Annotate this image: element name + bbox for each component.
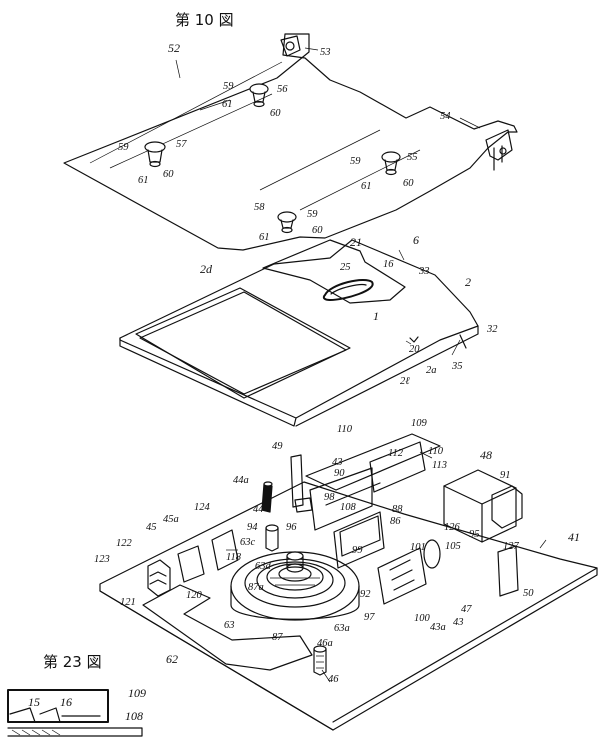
pin-assembly-56 [249,83,269,108]
label-61: 61 [361,181,372,192]
label-108: 108 [340,502,357,513]
label-16: 16 [383,259,394,270]
label-58: 58 [254,202,265,213]
reference-labels: 52 53 54 59 56 61 60 59 57 61 60 59 55 6… [28,41,580,723]
label-109: 109 [411,418,428,429]
label-60: 60 [403,178,414,189]
label-91: 91 [500,470,511,481]
label-32: 32 [486,324,498,335]
label-92: 92 [360,589,371,600]
disc-cartridge [119,239,479,427]
label-124: 124 [194,502,211,513]
label-2: 2 [465,275,471,289]
label-46: 46 [328,674,339,685]
label-43: 43 [453,617,464,628]
label-61: 61 [138,175,149,186]
label-2b: 2ℓ [400,376,410,387]
label-87a: 87a [248,582,264,593]
label-63a: 63a [334,623,350,634]
label-21: 21 [350,235,362,249]
top-cover-plate [63,33,518,251]
label-59: 59 [223,81,234,92]
pin-assembly-55 [381,151,401,176]
label-63: 63 [224,620,235,631]
label-43a: 43a [430,622,446,633]
label-44: 44 [253,504,264,515]
figure-23-inset [7,689,143,737]
label-53: 53 [320,47,331,58]
label-60: 60 [163,169,174,180]
label-113: 113 [432,460,447,471]
label-108: 108 [125,709,143,723]
label-60: 60 [270,108,281,119]
label-2d: 2d [200,262,213,276]
label-44a: 44a [233,475,249,486]
label-15: 15 [28,695,40,709]
label-121: 121 [120,597,136,608]
label-48: 48 [480,448,492,462]
label-2a: 2a [426,365,437,376]
label-99: 99 [352,545,363,556]
label-127: 127 [503,541,520,552]
label-47: 47 [461,604,472,615]
leader-lines [175,47,547,683]
label-123: 123 [94,554,110,565]
label-6: 6 [413,233,419,247]
label-61: 61 [259,232,270,243]
label-25: 25 [340,262,351,273]
label-61: 61 [222,99,233,110]
label-43: 43 [332,457,343,468]
pin-assembly-58 [277,211,297,234]
label-62: 62 [166,652,178,666]
label-109: 109 [128,686,146,700]
label-90: 90 [334,468,345,479]
label-105: 105 [445,541,461,552]
label-86: 86 [390,516,401,527]
figure-10-title: 第 10 図 [175,11,234,29]
label-45a: 45a [163,514,179,525]
label-101: 101 [410,542,426,553]
label-35: 35 [451,361,463,372]
label-16: 16 [60,695,72,709]
label-20: 20 [409,344,420,355]
label-59: 59 [350,156,361,167]
label-94: 94 [247,522,258,533]
label-87: 87 [272,632,283,643]
label-100: 100 [414,613,431,624]
label-49: 49 [272,441,283,452]
label-95: 95 [469,529,480,540]
label-110: 110 [428,446,444,457]
label-110: 110 [337,424,353,435]
label-97: 97 [364,612,375,623]
label-98: 98 [324,492,335,503]
label-1: 1 [373,309,379,323]
label-56: 56 [277,84,288,95]
label-50: 50 [523,588,534,599]
label-41: 41 [568,530,580,544]
label-59: 59 [118,142,129,153]
label-63d: 63d [255,561,272,572]
label-60: 60 [312,225,323,236]
label-126: 126 [444,522,461,533]
label-57: 57 [176,139,187,150]
label-112: 112 [388,448,404,459]
pin-assembly-57 [144,141,166,168]
base-plate [99,433,598,731]
label-59: 59 [307,209,318,220]
label-33: 33 [418,266,430,277]
label-120: 120 [186,590,203,601]
label-52: 52 [168,41,180,55]
label-45: 45 [146,522,157,533]
label-88: 88 [392,504,403,515]
label-96: 96 [286,522,297,533]
label-118: 118 [226,552,242,563]
label-54: 54 [440,111,451,122]
figure-23-title: 第 23 図 [43,653,102,671]
label-46a: 46a [317,638,333,649]
label-63c: 63c [240,537,256,548]
label-55: 55 [407,152,418,163]
label-122: 122 [116,538,133,549]
